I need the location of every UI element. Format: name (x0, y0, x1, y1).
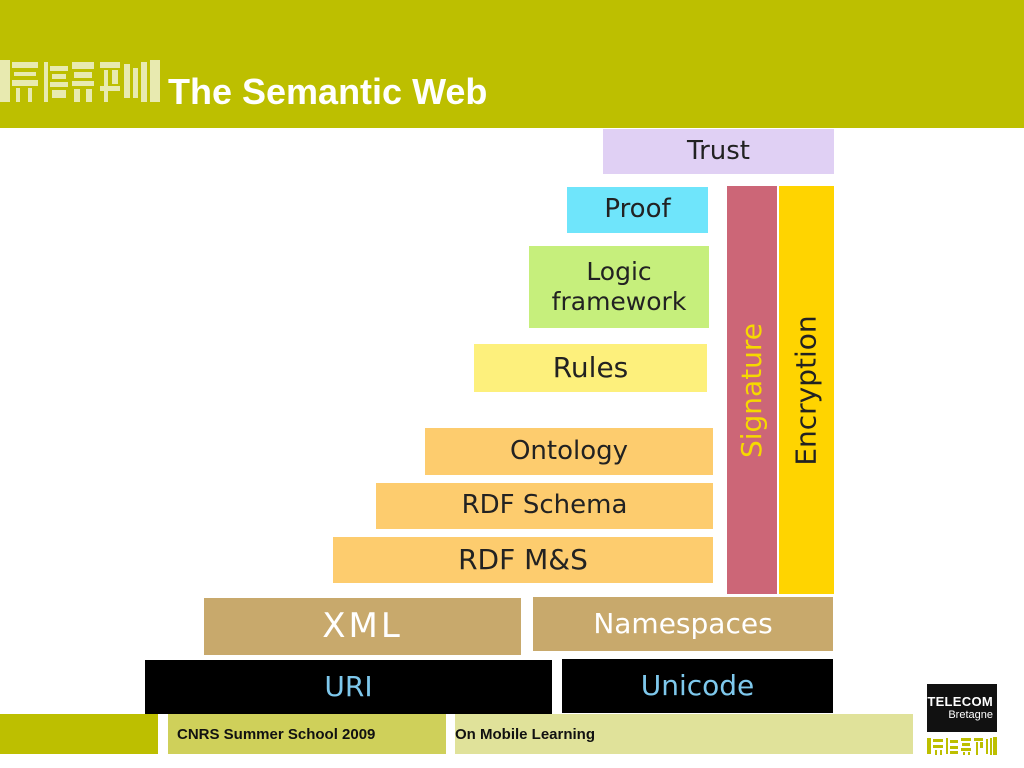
layer-rdf-ms: RDF M&S (333, 537, 713, 583)
layer-trust: Trust (603, 129, 834, 174)
telecom-bretagne-logo-icon (0, 60, 160, 102)
layer-proof: Proof (567, 187, 708, 233)
layer-rdf-ms-label: RDF M&S (458, 543, 588, 577)
layer-encryption: Encryption (779, 186, 834, 594)
badge-line1: TELECOM (927, 694, 993, 709)
layer-namespaces: Namespaces (533, 597, 833, 651)
layer-trust-label: Trust (687, 135, 750, 166)
page-title: The Semantic Web (168, 71, 488, 112)
footer-event-label: CNRS Summer School 2009 (177, 725, 376, 743)
layer-uri: URI (145, 660, 552, 714)
layer-unicode: Unicode (562, 659, 833, 713)
layer-rdf-schema: RDF Schema (376, 483, 713, 529)
layer-xml-label: XML (322, 606, 403, 647)
layer-ontology: Ontology (425, 428, 713, 475)
footer-topic: On Mobile Learning (455, 714, 913, 754)
footer-topic-label: On Mobile Learning (455, 725, 596, 743)
layer-namespaces-label: Namespaces (593, 607, 773, 641)
telecom-bretagne-badge: TELECOM Bretagne (927, 684, 997, 732)
footer-event: CNRS Summer School 2009 (168, 714, 446, 754)
telecom-bretagne-small-logo-icon (927, 737, 997, 755)
layer-signature: Signature (727, 186, 777, 594)
header-bar: The Semantic Web (0, 0, 1024, 128)
layer-proof-label: Proof (604, 194, 671, 225)
layer-logic-framework: Logic framework (529, 246, 709, 328)
layer-unicode-label: Unicode (640, 669, 755, 703)
layer-rules: Rules (474, 344, 707, 392)
layer-encryption-label: Encryption (790, 314, 824, 466)
badge-line2: Bretagne (948, 709, 993, 721)
layer-logic-label-line1: Logic (586, 257, 652, 286)
layer-xml: XML (204, 598, 521, 655)
layer-ontology-label: Ontology (509, 435, 629, 466)
layer-rules-label: Rules (552, 351, 629, 385)
layer-rdf-schema-label: RDF Schema (461, 490, 628, 521)
layer-signature-label: Signature (735, 322, 769, 458)
layer-logic-label-line2: framework (551, 287, 687, 316)
layer-uri-label: URI (324, 670, 373, 704)
footer-accent-bar (0, 714, 158, 754)
